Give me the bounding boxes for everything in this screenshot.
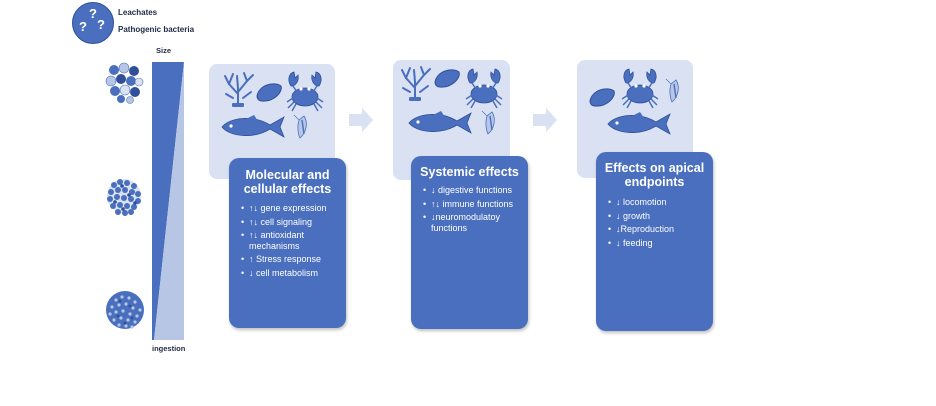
coral-icon [224, 72, 254, 107]
crab-icon [621, 68, 659, 109]
mussel-icon [434, 69, 460, 88]
box-title-line: endpoints [624, 175, 685, 189]
box-title-line: cellular effects [243, 182, 332, 196]
list-item: ↑↓ antioxidant mechanisms [241, 230, 338, 251]
arrow-right-icon [349, 108, 373, 132]
box-title-line: Systemic effects [420, 165, 519, 179]
crab-icon [465, 68, 503, 109]
molecular-cellular-effects-box: Molecular and cellular effects ↑↓ gene e… [229, 158, 346, 328]
box-title-line: Molecular and [245, 168, 330, 182]
list-item: ↑ Stress response [241, 254, 338, 265]
systemic-effects-box: Systemic effects ↓ digestive functions ↑… [411, 156, 528, 329]
box-title: Molecular and cellular effects [229, 168, 346, 196]
arrow-right-icon [533, 108, 557, 132]
shrimp-icon [293, 114, 307, 139]
legend-pathogenic-bacteria: Pathogenic bacteria [118, 25, 195, 34]
shrimp-icon [481, 110, 495, 135]
shrimp-icon [665, 78, 679, 103]
list-item: ↓ digestive functions [423, 185, 520, 196]
large-particles-icon [105, 62, 144, 104]
fish-icon [408, 111, 472, 134]
crab-icon [286, 71, 324, 112]
ingestion-label: ingestion [152, 344, 186, 353]
size-gradient-triangles [152, 62, 184, 340]
question-mark: ? [79, 19, 87, 34]
size-label: Size [156, 46, 172, 55]
list-item: ↓ locomotion [608, 197, 705, 208]
list-item: ↓ feeding [608, 238, 705, 249]
effects-list: ↑↓ gene expression ↑↓ cell signaling ↑↓ … [241, 203, 338, 281]
list-item: ↓Reproduction [608, 224, 705, 235]
mussel-icon [589, 88, 615, 107]
list-item: ↑↓ cell signaling [241, 217, 338, 228]
list-item: ↓ growth [608, 211, 705, 222]
list-item: ↑↓ immune functions [423, 199, 520, 210]
mussel-icon [256, 83, 282, 102]
question-mark: ? [97, 17, 105, 32]
question-marks-icon: ? ? ? [72, 2, 114, 44]
apical-endpoints-effects-box: Effects on apical endpoints ↓ locomotion… [596, 152, 713, 331]
small-particles-icon [106, 291, 144, 329]
medium-particles-icon [107, 179, 141, 216]
effects-list: ↓ locomotion ↓ growth ↓Reproduction ↓ fe… [608, 197, 705, 251]
list-item: ↓neuromodulatoy functions [423, 212, 520, 233]
box-title-line: Effects on apical [604, 161, 705, 175]
coral-icon [401, 66, 431, 101]
box-title: Effects on apical endpoints [596, 161, 713, 189]
legend-leachates: Leachates [118, 8, 158, 17]
question-mark: ? [89, 6, 97, 21]
list-item: ↑↓ gene expression [241, 203, 338, 214]
list-item: ↓ cell metabolism [241, 268, 338, 279]
effects-list: ↓ digestive functions ↑↓ immune function… [423, 185, 520, 236]
fish-icon [607, 112, 671, 135]
box-title: Systemic effects [411, 165, 528, 179]
fish-icon [221, 115, 285, 138]
